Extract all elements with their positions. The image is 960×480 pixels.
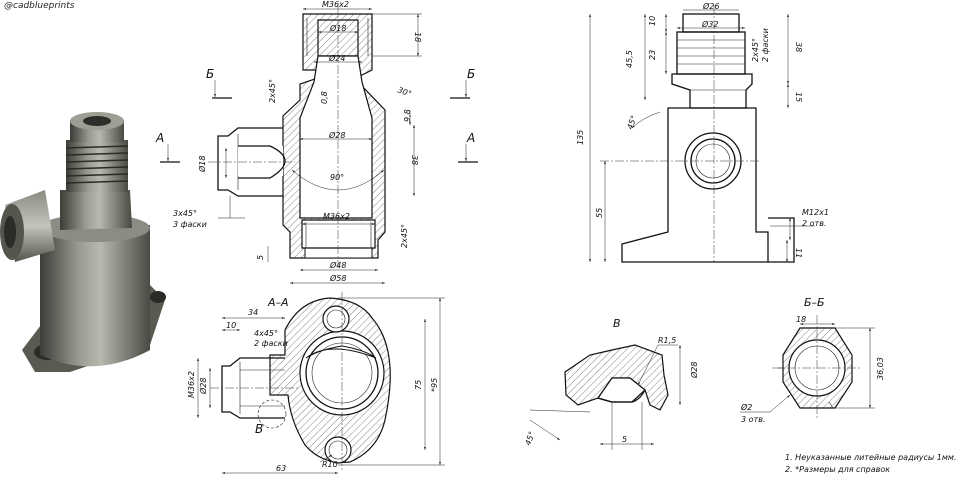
detail-v-ref: В: [255, 422, 263, 436]
side-view: [600, 5, 795, 263]
cut-label-b-right: Б: [467, 67, 475, 81]
dim-d2-note: 3 отв.: [741, 415, 765, 424]
dim-ang90: 90°: [330, 173, 344, 182]
dim-h95: *95: [430, 378, 439, 392]
dim-h98: 9,8: [403, 109, 412, 122]
dim-h18: 18: [413, 32, 422, 42]
cut-label-a-left: А: [155, 131, 164, 145]
dim-ang45: 45°: [625, 114, 638, 130]
dim-d32: Ø32: [701, 19, 718, 29]
dim-d18-top: Ø18: [329, 23, 346, 33]
dim-w34: 34: [248, 308, 258, 317]
front-section-view: [208, 5, 386, 268]
side-dim-lines: [589, 9, 815, 262]
dim-d48: Ø48: [329, 260, 346, 270]
dim-ch2x45-note: 2 фаски: [761, 28, 770, 62]
dim-d24: Ø24: [328, 53, 345, 63]
section-aa-view: [210, 292, 391, 470]
dim-h75: 75: [414, 380, 423, 390]
dim-m12x1-note: 2 отв.: [802, 219, 826, 228]
section-bb-view: [772, 315, 862, 418]
dim-w18: 18: [796, 315, 806, 324]
detail-v-dim-lines: [529, 344, 681, 450]
detail-v-title: В: [613, 317, 621, 330]
section-bb-dim-lines: [740, 323, 875, 413]
dim-ch3x45-note: 3 фаски: [173, 220, 207, 229]
detail-v-view: [564, 344, 669, 411]
dim-w10: 10: [226, 321, 236, 330]
dim-h38: 38: [410, 155, 419, 165]
dim-aa-m36x2: М36х2: [187, 371, 196, 398]
dim-v-d28: Ø28: [689, 362, 699, 379]
dim-v08: 0,8: [320, 91, 329, 104]
dim-r15: R1,5: [658, 336, 676, 345]
dim-h135: 135: [576, 130, 585, 145]
dim-h455: 45,5: [625, 50, 634, 68]
dim-ch2x45-right: 2х45°: [400, 224, 409, 248]
section-aa-dim-lines: [197, 297, 445, 474]
section-bb-title: Б–Б: [804, 296, 825, 309]
front-dim-lines: [160, 8, 478, 284]
front-dim-labels: М36х2 Ø18 18 Ø24 2х45° 0,8 30° 9,8 Ø28 Ø…: [155, 0, 475, 283]
dim-d2: Ø2: [740, 402, 752, 412]
dim-d26: Ø26: [702, 1, 719, 11]
side-dim-labels: Ø26 Ø32 10 23 45,5 2х45° 2 фаски 38 15 4…: [576, 1, 829, 258]
dim-h11: 11: [794, 248, 803, 258]
dim-ang30: 30°: [396, 85, 412, 98]
dim-ch4x45-note: 2 фаски: [254, 339, 288, 348]
dim-ch2x45-left: 2х45°: [268, 79, 277, 103]
dim-ch2x45: 2х45°: [751, 38, 760, 62]
dim-w5: 5: [622, 435, 627, 444]
part-3d-render: [0, 112, 166, 372]
dim-m36x2-top: М36х2: [322, 0, 349, 9]
dim-ch4x45: 4х45°: [254, 329, 278, 338]
dim-r10: R10: [322, 460, 338, 469]
dim-h3603: 36,03: [876, 357, 885, 380]
watermark: @cadblueprints: [4, 1, 75, 11]
dim-h10: 10: [648, 16, 657, 26]
dim-v-ang45: 45°: [523, 430, 536, 446]
dim-h38: 38: [794, 42, 803, 52]
dim-aa-d28: Ø28: [198, 378, 208, 395]
section-aa-dim-labels: А–А 34 10 4х45° 2 фаски М36х2 Ø28 75 *95…: [187, 296, 439, 473]
dim-h15: 15: [794, 92, 803, 102]
section-aa-title: А–А: [267, 296, 289, 309]
dim-h55: 55: [595, 208, 604, 218]
dim-m36x2-bot: М36х2: [323, 212, 350, 221]
dim-h5: 5: [256, 255, 265, 260]
dim-d58: Ø58: [329, 273, 346, 283]
note-1: 1. Неуказанные литейные радиусы 1мм.: [785, 453, 957, 462]
dim-h23: 23: [648, 50, 657, 60]
dim-m12x1: М12х1: [802, 208, 829, 217]
dim-d18-side: Ø18: [197, 156, 207, 173]
cut-label-b-left: Б: [206, 67, 214, 81]
dim-ch3x45: 3х45°: [173, 209, 197, 218]
dim-d28: Ø28: [328, 130, 345, 140]
dim-w63: 63: [276, 464, 286, 473]
cut-label-a-right: А: [466, 131, 475, 145]
drawing-notes: 1. Неуказанные литейные радиусы 1мм. 2. …: [785, 452, 957, 476]
note-2: 2. *Размеры для справок: [785, 465, 891, 474]
section-bb-dim-labels: Б–Б 18 36,03 Ø2 3 отв.: [740, 296, 885, 424]
